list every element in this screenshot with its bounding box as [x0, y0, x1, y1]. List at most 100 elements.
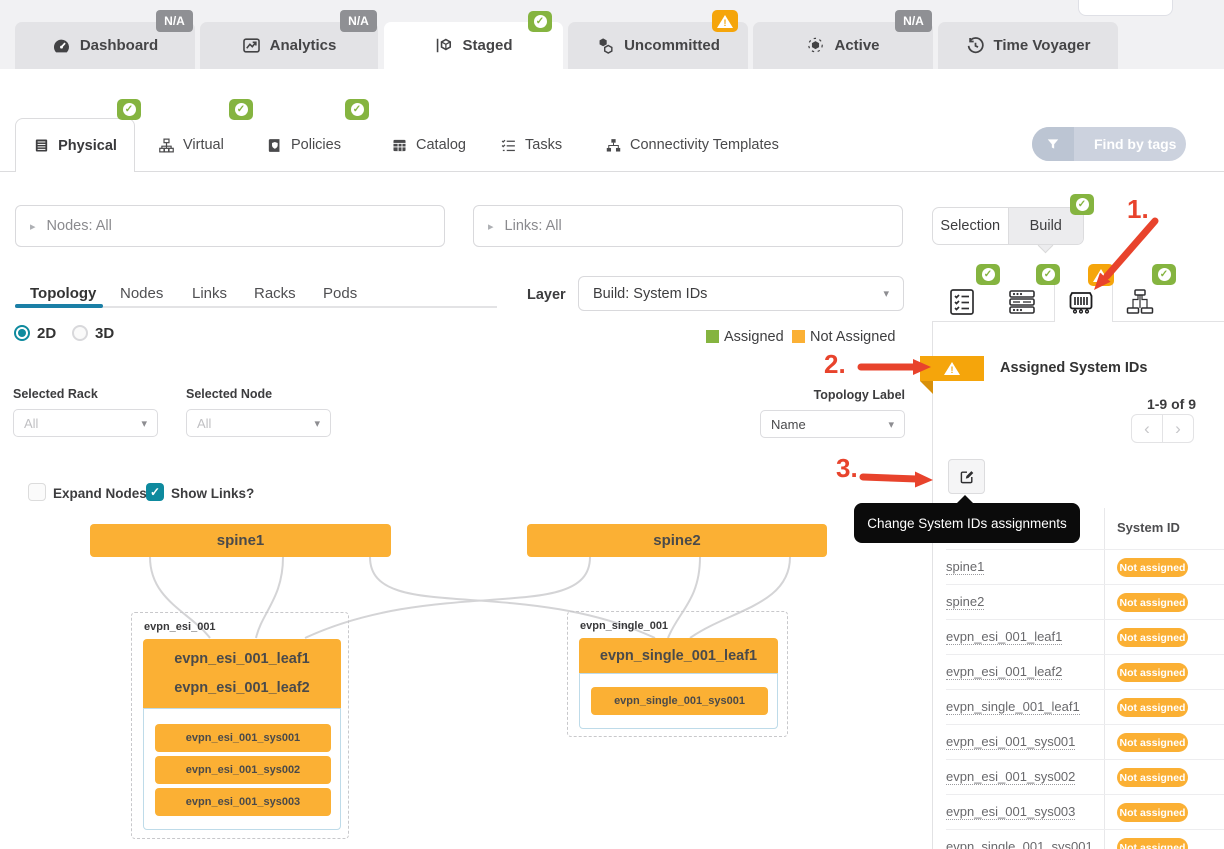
node-link[interactable]: evpn_esi_001_sys001	[946, 734, 1076, 750]
node-spine2[interactable]: spine2	[527, 524, 827, 557]
tab-nodes[interactable]: Nodes	[120, 285, 164, 302]
table-row: evpn_esi_001_leaf1 Not assigned	[946, 619, 1224, 654]
legend-assigned-label: Assigned	[724, 329, 784, 345]
tab-label: Catalog	[416, 137, 466, 153]
change-system-ids-button[interactable]	[948, 459, 985, 494]
warning-triangle-icon	[1093, 269, 1109, 282]
system-node[interactable]: evpn_single_001_sys001	[591, 687, 768, 715]
selected-rack-label: Selected Rack	[13, 387, 98, 401]
leaf-node-label[interactable]: evpn_esi_001_leaf2	[174, 679, 310, 696]
links-filter[interactable]: ▸ Links: All	[473, 205, 903, 247]
tab-analytics[interactable]: Analytics	[200, 22, 378, 69]
tab-physical[interactable]: Physical	[15, 118, 135, 172]
na-badge: N/A	[895, 10, 932, 32]
success-badge	[345, 99, 369, 120]
table-row: evpn_esi_001_leaf2 Not assigned	[946, 654, 1224, 689]
node-link[interactable]: spine1	[946, 559, 985, 575]
leaf-pair-node[interactable]: evpn_esi_001_leaf1 evpn_esi_001_leaf2	[143, 639, 341, 708]
legend-assigned-swatch	[706, 330, 719, 343]
next-page-button[interactable]: ›	[1162, 415, 1193, 442]
tab-label: Virtual	[183, 137, 224, 153]
tab-time-voyager[interactable]: Time Voyager	[938, 22, 1118, 69]
pagination-controls: ‹ ›	[1131, 414, 1194, 443]
subtab-divider	[0, 171, 1224, 172]
layer-dropdown[interactable]: Build: System IDs ▾	[578, 276, 904, 311]
caret-down-icon: ▾	[888, 418, 894, 431]
panel-tab-racks[interactable]	[1006, 285, 1038, 319]
chevron-right-icon: ▸	[488, 220, 494, 233]
tab-virtual[interactable]: Virtual	[158, 130, 224, 160]
leaf-node-label[interactable]: evpn_single_001_leaf1	[599, 647, 758, 664]
system-node[interactable]: evpn_esi_001_sys001	[155, 724, 331, 752]
node-link[interactable]: spine2	[946, 594, 985, 610]
system-node[interactable]: evpn_esi_001_sys002	[155, 756, 331, 784]
links-filter-value: Links: All	[504, 218, 562, 234]
system-node[interactable]: evpn_esi_001_sys003	[155, 788, 331, 816]
node-spine1[interactable]: spine1	[90, 524, 391, 557]
rack-group-label: evpn_single_001	[580, 620, 669, 632]
tab-policies[interactable]: Policies	[266, 130, 341, 160]
panel-tab-system-ids[interactable]	[1065, 285, 1097, 319]
selected-node-dropdown[interactable]: All ▾	[186, 409, 331, 437]
status-badge: Not assigned	[1117, 838, 1188, 849]
tab-build[interactable]: Build	[1007, 208, 1083, 244]
tab-label: Connectivity Templates	[630, 137, 779, 153]
status-badge: Not assigned	[1117, 698, 1188, 717]
node-link[interactable]: evpn_esi_001_leaf2	[946, 664, 1063, 680]
topology-label-label: Topology Label	[813, 388, 905, 402]
tasks-list-icon	[501, 139, 515, 151]
topology-label-dropdown[interactable]: Name ▾	[760, 410, 905, 438]
table-row: spine1 Not assigned	[946, 549, 1224, 584]
tab-catalog[interactable]: Catalog	[391, 130, 466, 160]
table-column-divider	[1104, 508, 1105, 849]
legend-not-assigned-label: Not Assigned	[810, 329, 896, 345]
catalog-table-icon	[393, 139, 406, 151]
panel-border	[1112, 321, 1224, 322]
systems-container: evpn_single_001_sys001	[579, 673, 778, 729]
leaf-node-label[interactable]: evpn_esi_001_leaf1	[174, 651, 310, 668]
nodes-filter[interactable]: ▸ Nodes: All	[15, 205, 445, 247]
radio-2d-label: 2D	[37, 325, 57, 342]
node-link[interactable]: evpn_single_001_leaf1	[946, 699, 1080, 715]
panel-tab-build-checklist[interactable]	[946, 285, 978, 319]
tab-selection[interactable]: Selection	[940, 218, 1001, 234]
tab-tasks[interactable]: Tasks	[500, 130, 562, 160]
table-row: evpn_single_001_leaf1 Not assigned	[946, 689, 1224, 724]
rack-stack-icon	[1009, 290, 1035, 314]
rack-group-evpn-esi-001[interactable]: evpn_esi_001 evpn_esi_001_leaf1 evpn_esi…	[131, 612, 349, 839]
tab-links[interactable]: Links	[192, 285, 228, 302]
tab-pods[interactable]: Pods	[323, 285, 358, 302]
expand-nodes-checkbox[interactable]	[28, 483, 46, 501]
panel-tab-border	[1112, 284, 1113, 322]
node-link[interactable]: evpn_esi_001_sys003	[946, 804, 1076, 820]
node-link[interactable]: evpn_esi_001_sys002	[946, 769, 1076, 785]
find-by-tags-button[interactable]: Find by tags	[1032, 127, 1186, 161]
status-badge: Not assigned	[1117, 593, 1188, 612]
show-links-checkbox[interactable]	[146, 483, 164, 501]
tab-topology[interactable]: Topology	[30, 285, 97, 302]
warning-triangle-icon	[717, 15, 733, 28]
selected-rack-dropdown[interactable]: All ▾	[13, 409, 158, 437]
panel-tab-border	[1054, 284, 1055, 322]
rack-group-evpn-single-001[interactable]: evpn_single_001 evpn_single_001_leaf1 ev…	[567, 611, 788, 737]
tab-label: Active	[834, 37, 880, 54]
radio-2d[interactable]	[14, 325, 30, 341]
node-link[interactable]: evpn_esi_001_leaf1	[946, 629, 1063, 645]
table-row: evpn_esi_001_sys003 Not assigned	[946, 794, 1224, 829]
panel-tab-leaf-topology[interactable]	[1124, 285, 1156, 319]
leaf-topology-icon	[1126, 289, 1154, 314]
leaf-node[interactable]: evpn_single_001_leaf1	[579, 638, 778, 673]
tab-racks[interactable]: Racks	[254, 285, 296, 302]
layer-dropdown-value: Build: System IDs	[593, 285, 708, 302]
success-badge	[1152, 264, 1176, 285]
success-badge	[1070, 194, 1094, 215]
node-link[interactable]: evpn_single_001_sys001	[946, 839, 1093, 849]
tab-connectivity-templates[interactable]: Connectivity Templates	[605, 130, 779, 160]
tab-dashboard[interactable]: Dashboard	[15, 22, 195, 69]
success-badge	[528, 11, 552, 32]
annotation-step-2: 2.	[824, 349, 846, 379]
tab-label: Staged	[462, 37, 513, 54]
virtual-network-icon	[159, 138, 174, 152]
radio-3d[interactable]	[72, 325, 88, 341]
prev-page-button[interactable]: ‹	[1144, 418, 1150, 438]
